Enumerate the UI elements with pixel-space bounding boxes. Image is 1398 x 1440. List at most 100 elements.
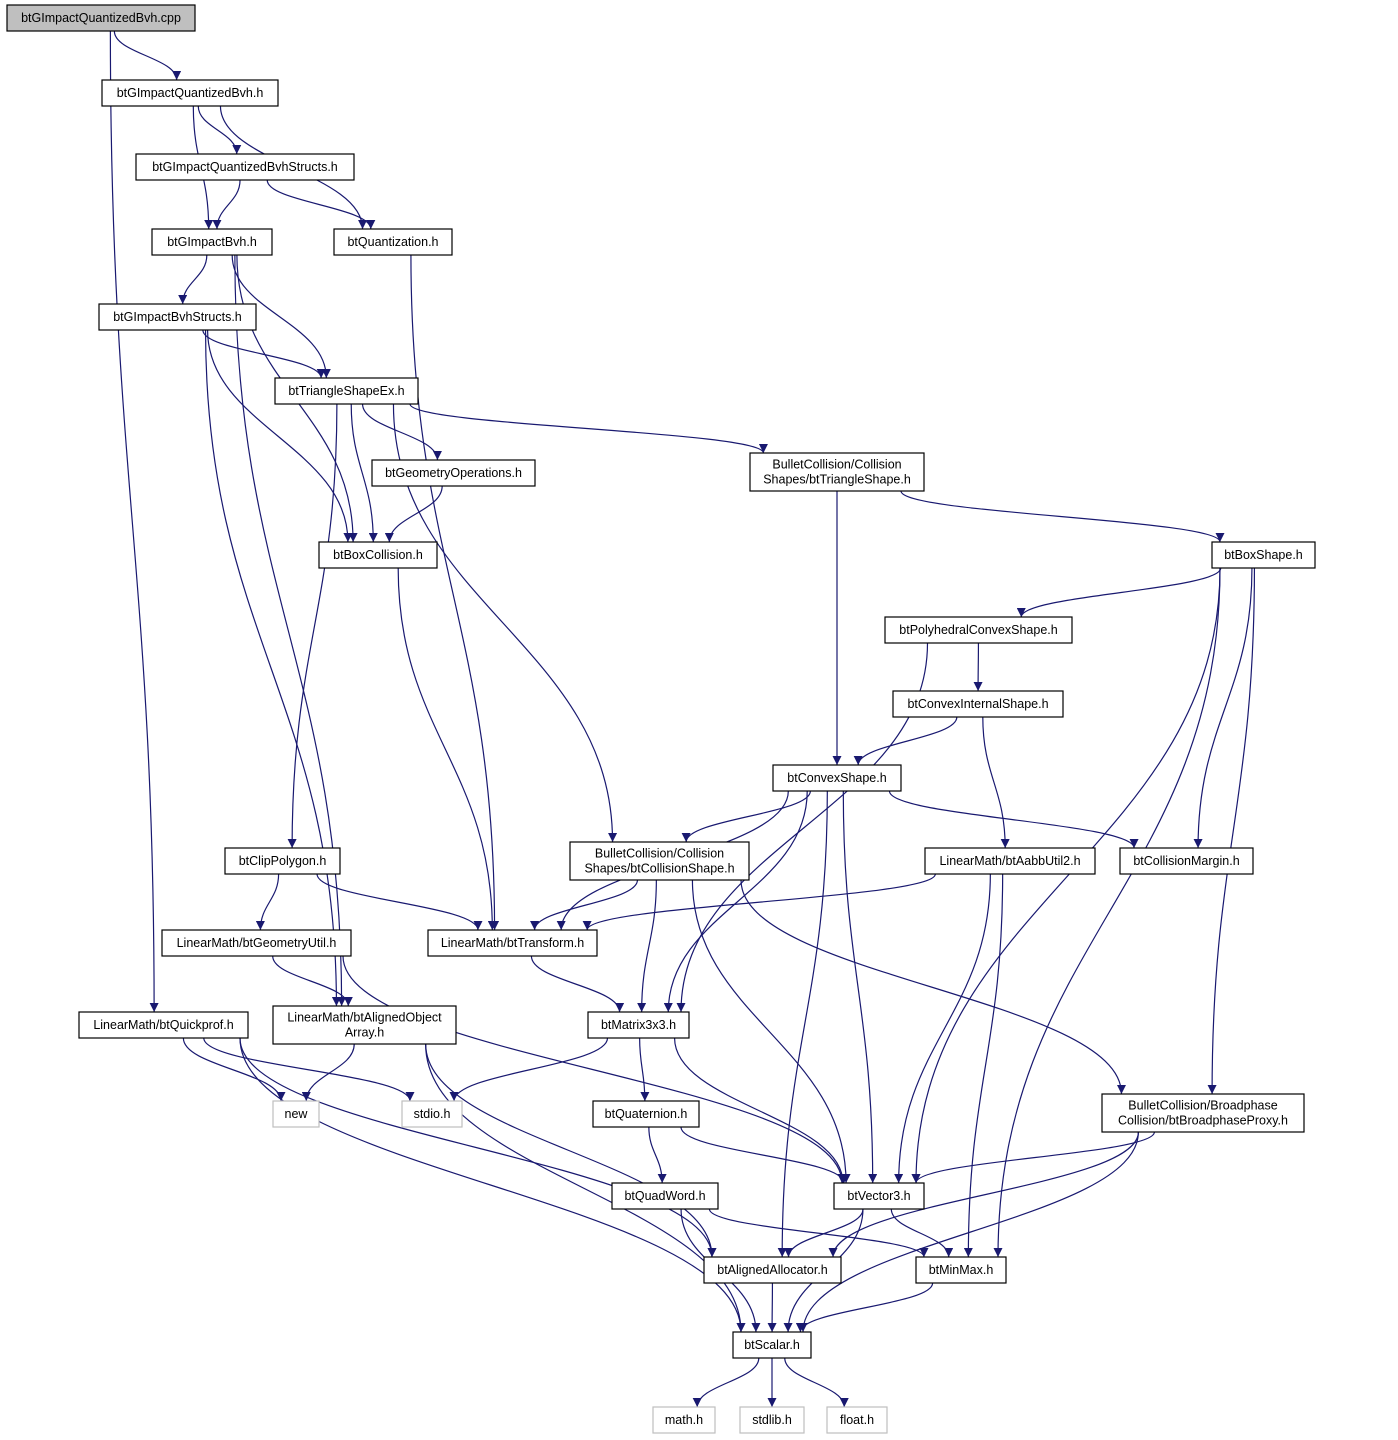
edge-n5-to-n6 [202,329,326,379]
edge-n12-to-n16 [982,716,1010,849]
node-label: btGImpactQuantizedBvh.cpp [21,11,181,25]
node-btclippolygon-h[interactable]: btClipPolygon.h [224,847,341,875]
node-label: btPolyhedralConvexShape.h [899,623,1057,637]
edge-n13-to-n17 [888,790,1139,849]
edge-n3-to-n5 [178,254,208,305]
node-btgimpactquantizedbvh-cpp[interactable]: btGImpactQuantizedBvh.cpp [6,4,196,32]
edge-n10-to-n28 [911,567,1221,1184]
node-btquantization-h[interactable]: btQuantization.h [333,228,453,256]
node-linearmath-bttransform-h[interactable]: LinearMath/btTransform.h [427,929,598,957]
node-label: LinearMath/btAlignedObject [287,1011,442,1025]
node-btalignedallocator-h[interactable]: btAlignedAllocator.h [703,1256,842,1284]
edge-n10-to-n26 [1207,567,1256,1095]
node-linearmath-btaabbutil2-h[interactable]: LinearMath/btAabbUtil2.h [924,847,1096,875]
edge-n14-to-n19 [316,873,483,931]
edge-n25-to-n27 [648,1126,667,1184]
node-stdlib-h: stdlib.h [739,1406,805,1434]
node-label: Array.h [345,1026,384,1040]
node-linearmath-btgeometryutil-h[interactable]: LinearMath/btGeometryUtil.h [161,929,352,957]
node-label: LinearMath/btQuickprof.h [93,1018,233,1032]
edge-n31-to-n34 [784,1357,849,1408]
node-label: btQuaternion.h [605,1107,688,1121]
node-label: btQuadWord.h [624,1189,705,1203]
node-linearmath-btquickprof-h[interactable]: LinearMath/btQuickprof.h [78,1011,249,1039]
edges-layer [109,30,1256,1408]
edge-n13-to-n29 [777,790,828,1258]
edge-n15-to-n19 [530,879,639,931]
node-stdio-h: stdio.h [401,1100,463,1128]
edge-n4-to-n19 [410,254,500,931]
edge-n13-to-n28 [842,790,878,1184]
edge-n15-to-n28 [691,879,851,1184]
node-btpolyhedralconvexshape-h[interactable]: btPolyhedralConvexShape.h [884,616,1073,644]
edge-n0-to-n1 [113,30,182,81]
node-btconvexshape-h[interactable]: btConvexShape.h [772,764,902,792]
node-label: btMinMax.h [929,1263,994,1277]
edge-n22-to-n25 [639,1037,650,1102]
node-bttriangleshapeex-h[interactable]: btTriangleShapeEx.h [274,377,419,405]
node-btminmax-h[interactable]: btMinMax.h [915,1256,1007,1284]
node-btscalar-h[interactable]: btScalar.h [732,1331,812,1359]
node-label: btGImpactBvh.h [167,235,257,249]
node-btgeometryoperations-h[interactable]: btGeometryOperations.h [371,459,536,487]
edge-n21-to-n29 [425,1043,717,1258]
node-btgimpactquantizedbvhstructs-h[interactable]: btGImpactQuantizedBvhStructs.h [135,153,355,181]
node-btconvexinternalshape-h[interactable]: btConvexInternalShape.h [892,690,1064,718]
edge-n14-to-n18 [255,873,280,931]
node-btgimpactquantizedbvh-h[interactable]: btGImpactQuantizedBvh.h [101,79,279,107]
edge-n28-to-n29 [784,1208,864,1258]
node-btcollisionmargin-h[interactable]: btCollisionMargin.h [1119,847,1254,875]
edge-n31-to-n32 [692,1357,760,1408]
node-label: BulletCollision/Collision [772,458,901,472]
edge-n20-to-n29 [239,1037,717,1258]
edge-n3-to-n21 [234,254,347,1007]
node-label: Shapes/btCollisionShape.h [584,862,734,876]
edge-n5-to-n21 [204,329,341,1007]
node-math-h: math.h [652,1406,716,1434]
node-label: BulletCollision/Collision [595,847,724,861]
edge-n2-to-n3 [212,179,241,230]
node-btquaternion-h[interactable]: btQuaternion.h [592,1100,700,1128]
node-bulletcollision-collision-shapes-btcollisionshape-h[interactable]: BulletCollision/CollisionShapes/btCollis… [569,841,750,881]
edge-n16-to-n30 [963,873,1004,1258]
edge-n18-to-n28 [342,955,847,1184]
edge-n16-to-n19 [582,873,936,931]
node-float-h: float.h [826,1406,888,1434]
node-label: btGImpactQuantizedBvhStructs.h [152,160,338,174]
node-bulletcollision-broadphase-collision-btbroadphaseproxy-h[interactable]: BulletCollision/BroadphaseCollision/btBr… [1101,1093,1305,1133]
nodes-layer: btGImpactQuantizedBvh.cpp btGImpactQuanti… [6,4,1316,1434]
node-label: btAlignedAllocator.h [717,1263,828,1277]
node-label: btGImpactBvhStructs.h [113,310,242,324]
node-label: float.h [840,1413,874,1427]
node-btgimpactbvhstructs-h[interactable]: btGImpactBvhStructs.h [98,303,257,331]
edge-n19-to-n22 [530,955,625,1013]
node-label: btBoxShape.h [1224,548,1303,562]
node-label: btConvexInternalShape.h [907,697,1048,711]
node-label: btClipPolygon.h [239,854,327,868]
edge-n27-to-n30 [708,1208,929,1258]
edge-n11-to-n22 [676,642,929,1013]
edge-n16-to-n28 [894,873,991,1184]
node-label: stdio.h [414,1107,451,1121]
node-btmatrix3x3-h[interactable]: btMatrix3x3.h [587,1011,690,1039]
node-label: Collision/btBroadphaseProxy.h [1118,1114,1288,1128]
edge-n20-to-n23 [182,1037,286,1102]
node-label: btScalar.h [744,1338,800,1352]
node-bulletcollision-collision-shapes-bttriangleshape-h[interactable]: BulletCollision/CollisionShapes/btTriang… [749,452,925,492]
edge-n5-to-n9 [206,329,353,543]
node-new: new [272,1100,320,1128]
node-btboxcollision-h[interactable]: btBoxCollision.h [318,541,438,569]
node-btboxshape-h[interactable]: btBoxShape.h [1211,541,1316,569]
edge-n6-to-n14 [287,403,338,849]
edge-n6-to-n7 [361,403,442,461]
edge-n13-to-n22 [663,790,808,1013]
node-btquadword-h[interactable]: btQuadWord.h [611,1182,719,1210]
node-label: Shapes/btTriangleShape.h [763,473,911,487]
edge-n13-to-n15 [681,790,811,843]
node-btvector3-h[interactable]: btVector3.h [833,1182,925,1210]
node-label: btQuantization.h [347,235,438,249]
node-btgimpactbvh-h[interactable]: btGImpactBvh.h [151,228,273,256]
node-label: LinearMath/btGeometryUtil.h [177,936,337,950]
